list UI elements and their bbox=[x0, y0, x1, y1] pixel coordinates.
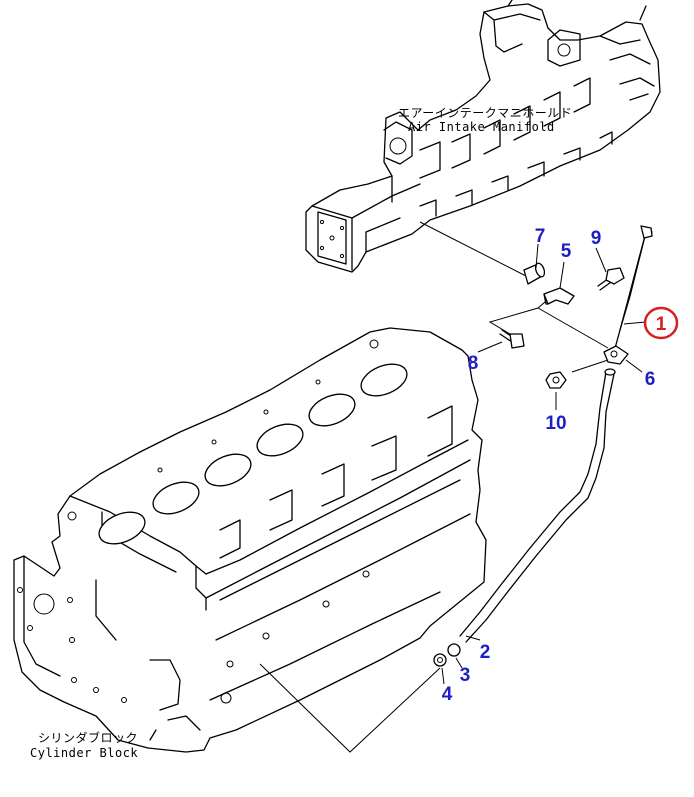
cylinder-block bbox=[13, 327, 487, 753]
callout-7: 7 bbox=[535, 226, 546, 247]
callout-2: 2 bbox=[480, 642, 491, 663]
callout-leaders bbox=[441, 243, 647, 685]
dipstick-gauge bbox=[613, 225, 653, 353]
callout-3: 3 bbox=[460, 665, 471, 686]
callout-10: 10 bbox=[545, 413, 566, 434]
callout-9: 9 bbox=[591, 228, 602, 249]
manifold-label-en: Air Intake Manifold bbox=[408, 120, 555, 134]
block-label-en: Cylinder Block bbox=[30, 746, 138, 760]
nut-10 bbox=[545, 371, 567, 389]
callout-6: 6 bbox=[645, 369, 656, 390]
gasket-3 bbox=[447, 643, 461, 657]
callout-5: 5 bbox=[561, 241, 572, 262]
callout-1: 1 bbox=[656, 314, 667, 335]
highlight-circle bbox=[643, 306, 679, 340]
manifold-label-jp: エアーインテークマニホールド bbox=[398, 106, 572, 120]
callout-8: 8 bbox=[468, 353, 479, 374]
callout-4: 4 bbox=[442, 684, 453, 705]
spacer-7 bbox=[523, 262, 546, 285]
gauge-guide-tube bbox=[459, 368, 616, 643]
bolt-9 bbox=[597, 267, 625, 291]
block-label-jp: シリンダブロック bbox=[38, 730, 138, 745]
bracket-5 bbox=[543, 287, 575, 305]
clamp-6 bbox=[603, 345, 629, 365]
washer-4 bbox=[433, 653, 447, 667]
air-intake-manifold bbox=[305, 0, 661, 273]
bolt-8 bbox=[499, 329, 525, 349]
